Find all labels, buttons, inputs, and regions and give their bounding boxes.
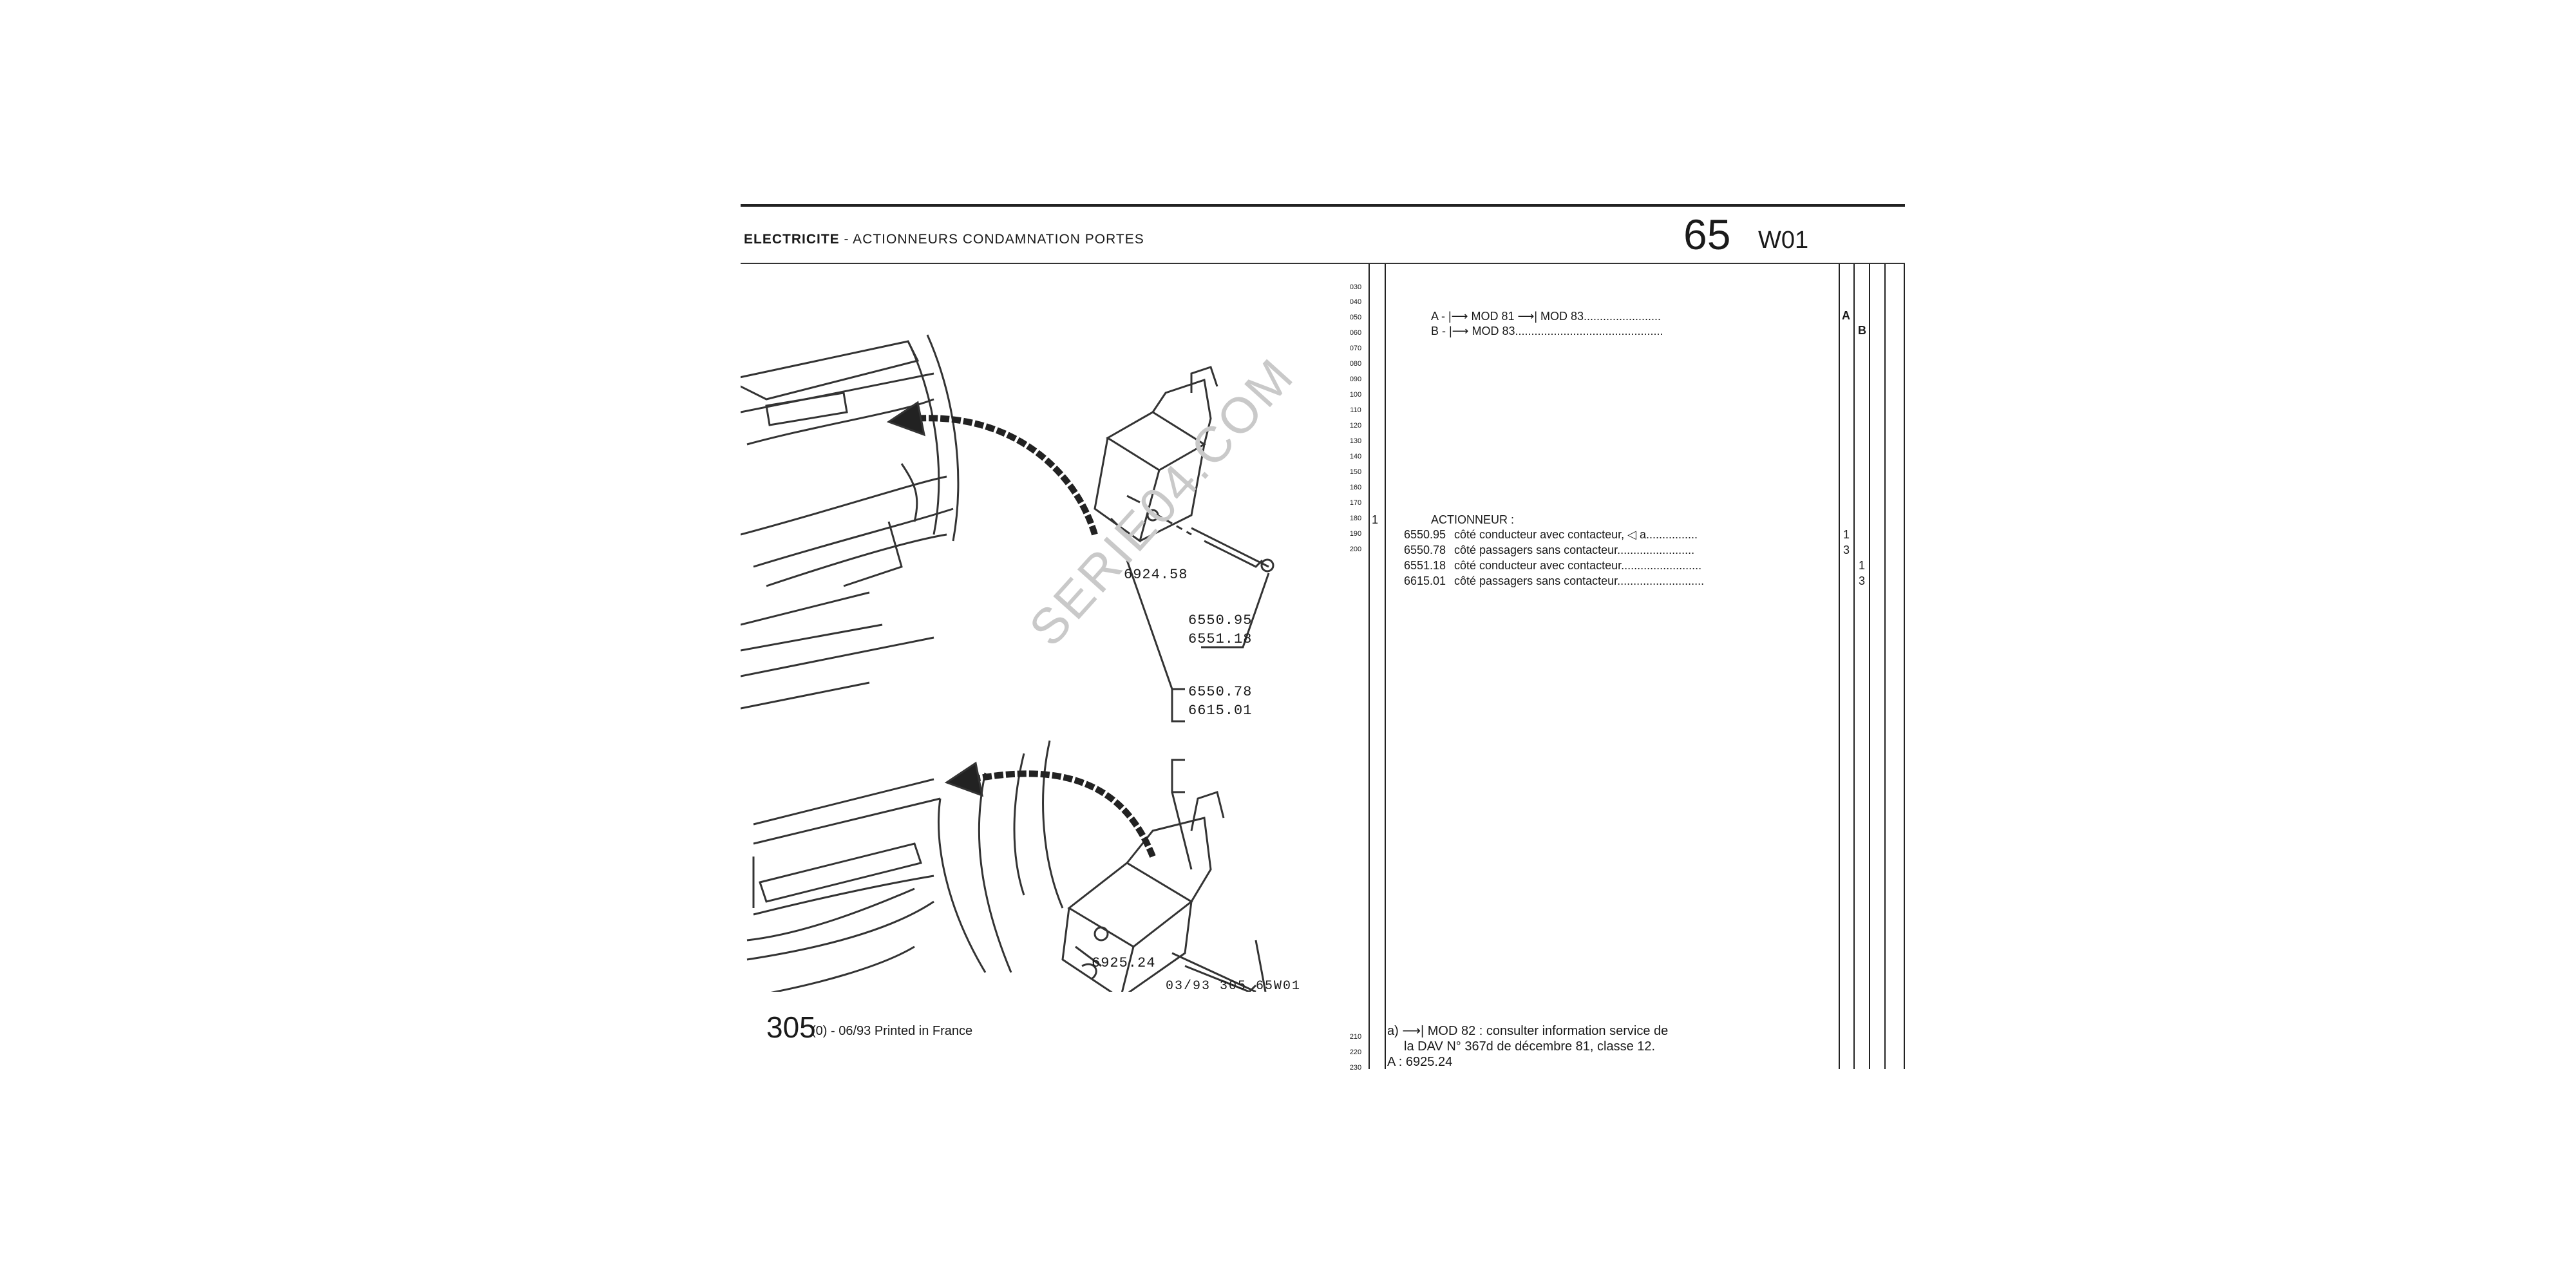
part-qty-b: 1	[1859, 559, 1866, 572]
part-ref: 6615.01	[1404, 574, 1446, 587]
document-reference: 03/93 305 65W01	[1166, 979, 1302, 994]
line-number: 100	[1349, 391, 1362, 399]
line-number: 190	[1349, 530, 1362, 538]
parts-heading: ACTIONNEUR :	[1431, 513, 1515, 526]
table-column-line	[1368, 264, 1370, 1069]
line-number: 110	[1350, 406, 1361, 414]
header-rule-lower	[741, 263, 1905, 264]
line-number: 210	[1349, 1033, 1362, 1041]
table-column-line	[1884, 264, 1886, 1069]
line-number: 050	[1349, 314, 1362, 321]
quantity-marker: 1	[1372, 513, 1379, 526]
part-qty-a: 3	[1843, 544, 1850, 556]
line-number: 180	[1349, 515, 1362, 522]
table-column-line	[1869, 264, 1870, 1069]
line-number: 090	[1349, 375, 1362, 383]
note-line: a) ⟶| MOD 82 : consulter information ser…	[1387, 1024, 1669, 1038]
line-number: 060	[1349, 329, 1362, 337]
section-title-main: ELECTRICITE	[744, 232, 840, 247]
part-ref: 6550.78	[1404, 544, 1446, 556]
line-number: 130	[1349, 437, 1362, 445]
catalog-page: ELECTRICITE - ACTIONNEURS CONDAMNATION P…	[741, 193, 1919, 1072]
ref-screw-bottom: 6925.24	[1092, 955, 1156, 971]
ref-bottom-a: 6550.78	[1188, 684, 1253, 700]
line-number: 230	[1349, 1064, 1362, 1072]
line-number: 040	[1349, 298, 1362, 306]
note-line: la DAV N° 367d de décembre 81, classe 12…	[1404, 1039, 1656, 1054]
section-title: ELECTRICITE - ACTIONNEURS CONDAMNATION P…	[744, 232, 1144, 247]
group-code: W01	[1758, 227, 1809, 254]
print-info: (0) - 06/93 Printed in France	[811, 1024, 973, 1038]
part-desc: côté conducteur avec contacteur.........…	[1454, 559, 1702, 572]
part-ref: 6551.18	[1404, 559, 1446, 572]
part-qty-a: 1	[1843, 528, 1850, 541]
variant-col-b: B	[1858, 324, 1866, 337]
variant-line-a: A - |⟶ MOD 81 ⟶| MOD 83.................…	[1431, 310, 1662, 323]
line-number: 170	[1349, 499, 1362, 507]
page-number: 305	[766, 1010, 816, 1044]
line-number: 150	[1349, 468, 1362, 476]
header-rule	[741, 204, 1905, 207]
part-ref: 6550.95	[1404, 528, 1446, 541]
line-number: 220	[1349, 1048, 1362, 1056]
variant-col-a: A	[1842, 309, 1850, 322]
line-number: 070	[1349, 345, 1362, 352]
ref-bottom-b: 6615.01	[1188, 703, 1253, 719]
table-column-line	[1385, 264, 1386, 1069]
door-lock-actuator-illustration	[741, 334, 1274, 992]
ref-screw-top: 6924.58	[1124, 567, 1188, 583]
part-qty-b: 3	[1859, 574, 1866, 587]
line-number: 030	[1349, 283, 1362, 291]
note-line: A : 6925.24	[1387, 1055, 1453, 1069]
table-column-line	[1839, 264, 1840, 1069]
line-number: 160	[1349, 484, 1362, 491]
group-number: 65	[1683, 211, 1731, 258]
ref-top-a: 6550.95	[1188, 612, 1253, 629]
part-desc: côté conducteur avec contacteur, ◁ a....…	[1454, 528, 1698, 541]
section-title-sub: - ACTIONNEURS CONDAMNATION PORTES	[844, 232, 1144, 247]
table-column-line	[1904, 264, 1905, 1069]
variant-line-b: B - |⟶ MOD 83...........................…	[1431, 325, 1663, 337]
part-desc: côté passagers sans contacteur..........…	[1454, 544, 1695, 556]
line-number: 140	[1349, 453, 1362, 460]
line-number: 080	[1349, 360, 1362, 368]
part-desc: côté passagers sans contacteur..........…	[1454, 574, 1705, 587]
table-column-line	[1853, 264, 1855, 1069]
ref-top-b: 6551.18	[1188, 631, 1253, 647]
line-number: 120	[1349, 422, 1362, 430]
line-number: 200	[1349, 545, 1362, 553]
